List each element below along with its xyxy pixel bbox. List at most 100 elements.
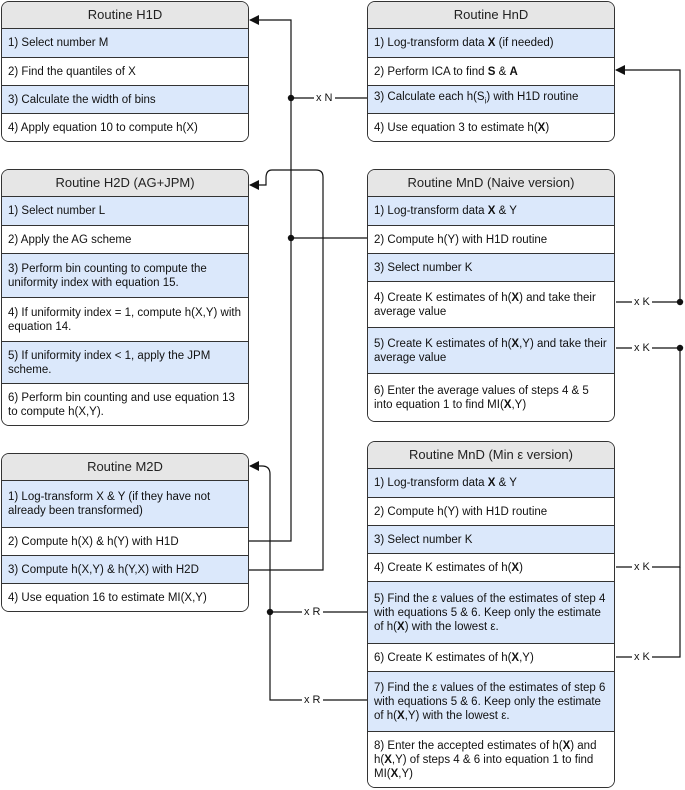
step-text-part: 2) Compute h(X) & h(Y) with H1D bbox=[8, 535, 179, 548]
routine-step: 4) Use equation 3 to estimate h(X) bbox=[368, 113, 614, 141]
step-text-part: 1) Log-transform data bbox=[374, 477, 488, 489]
routine-step: 1) Log-transform data X & Y bbox=[368, 197, 614, 225]
step-text-part: 1) Log-transform X & Y (if they have not… bbox=[8, 491, 211, 517]
routine-step: 3) Perform bin counting to compute the u… bbox=[2, 253, 248, 297]
routine-h1d-box: Routine H1D 1) Select number M 2) Find the… bbox=[1, 1, 249, 142]
step-text-part: 2) Apply the AG scheme bbox=[8, 233, 132, 246]
routine-step: 3) Calculate each h(Si) with H1D routine bbox=[368, 85, 614, 113]
step-text: 3) Select number K bbox=[374, 261, 472, 275]
step-text-part: 4) If uniformity index = 1, compute h(X,… bbox=[8, 306, 241, 333]
routine-step: 3) Select number K bbox=[368, 253, 614, 281]
routine-step: 5) If uniformity index < 1, apply the JP… bbox=[2, 341, 248, 383]
routine-step: 6) Enter the average values of steps 4 &… bbox=[368, 373, 614, 421]
step-text-part: A bbox=[509, 65, 518, 78]
routine-title: Routine MnD (Min ε version) bbox=[368, 442, 614, 469]
step-text: 7) Find the ε values of the estimates of… bbox=[374, 681, 608, 723]
loop-label-xR: x R bbox=[302, 606, 323, 618]
step-text-part: 6) Create K estimates of h( bbox=[374, 651, 512, 664]
step-text-part: 6) Perform bin counting and use equation… bbox=[8, 391, 235, 418]
step-text-part: 6) Enter the average values of steps 4 &… bbox=[374, 384, 589, 411]
routine-step: 2) Apply the AG scheme bbox=[2, 225, 248, 253]
step-text: 4) Use equation 16 to estimate MI(X,Y) bbox=[8, 591, 207, 605]
step-text-part: ) bbox=[545, 121, 550, 134]
step-text-part: X bbox=[511, 651, 520, 664]
step-text-part: & Y bbox=[495, 205, 517, 217]
routine-step: 5) Find the ε values of the estimates of… bbox=[368, 581, 614, 643]
step-text-part: 1) Log-transform data bbox=[374, 37, 488, 49]
routine-title: Routine MnD (Naive version) bbox=[368, 170, 614, 197]
junction-dot bbox=[287, 94, 295, 102]
routine-step: 6) Create K estimates of h(X,Y) bbox=[368, 643, 614, 671]
routine-step: 4) Create K estimates of h(X) bbox=[368, 553, 614, 581]
step-text-part: X bbox=[487, 205, 496, 217]
step-text: 4) Create K estimates of h(X) and take t… bbox=[374, 291, 608, 319]
step-text-part: 5) Create K estimates of h( bbox=[374, 337, 512, 350]
step-text: 1) Select number M bbox=[8, 36, 108, 50]
step-text: 5) Create K estimates of h(X,Y) and take… bbox=[374, 337, 608, 365]
step-text-part: & Y bbox=[495, 477, 517, 489]
junction-dot bbox=[266, 608, 274, 616]
step-text: 4) If uniformity index = 1, compute h(X,… bbox=[8, 306, 242, 334]
routine-step: 2) Compute h(Y) with H1D routine bbox=[368, 497, 614, 525]
step-text-part: X bbox=[511, 561, 520, 574]
routine-step: 2) Compute h(Y) with H1D routine bbox=[368, 225, 614, 253]
wire-min-7-to-m2d bbox=[269, 612, 367, 701]
wire-m2d-h1d bbox=[248, 238, 292, 542]
routine-step: 1) Log-transform X & Y (if they have not… bbox=[2, 481, 248, 527]
routine-step: 1) Log-transform data X (if needed) bbox=[368, 29, 614, 57]
routine-title: Routine M2D bbox=[2, 454, 248, 481]
routine-title: Routine HnD bbox=[368, 2, 614, 29]
routine-step: 4) Create K estimates of h(X) and take t… bbox=[368, 281, 614, 327]
step-text-part: ) and take their average value bbox=[374, 291, 596, 318]
routine-step: 1) Select number M bbox=[2, 29, 248, 57]
wire-m2d-h2d bbox=[248, 169, 324, 571]
step-text-part: X bbox=[511, 291, 520, 304]
step-text-part: 5) Find the ε values of the estimates of… bbox=[374, 592, 606, 633]
step-text-part: ,Y) bbox=[519, 651, 534, 664]
step-text: 1) Log-transform data X & Y bbox=[374, 476, 517, 490]
step-text-part: X bbox=[537, 121, 546, 134]
routine-step: 6) Perform bin counting and use equation… bbox=[2, 383, 248, 425]
step-text-part: ,Y) with the lowest ε. bbox=[404, 709, 510, 722]
step-text: 2) Find the quantiles of X bbox=[8, 65, 136, 79]
routine-title: Routine H1D bbox=[2, 2, 248, 29]
step-text: 2) Perform ICA to find S & A bbox=[374, 65, 518, 79]
step-text: 6) Create K estimates of h(X,Y) bbox=[374, 651, 534, 665]
step-text: 2) Apply the AG scheme bbox=[8, 233, 131, 247]
routine-mnd-min-box: Routine MnD (Min ε version) 1) Log-transf… bbox=[367, 441, 615, 788]
step-text-part: 1) Select number L bbox=[8, 205, 106, 217]
step-text-part: 4) Use equation 16 to estimate MI(X,Y) bbox=[8, 591, 207, 604]
step-text-part: i bbox=[484, 96, 487, 106]
step-text-part: X bbox=[511, 337, 520, 350]
routine-step: 1) Log-transform data X & Y bbox=[368, 469, 614, 497]
routine-step: 5) Create K estimates of h(X,Y) and take… bbox=[368, 327, 614, 373]
step-text: 3) Calculate each h(Si) with H1D routine bbox=[374, 90, 578, 108]
routine-title: Routine H2D (AG+JPM) bbox=[2, 170, 248, 197]
routine-step: 2) Perform ICA to find S & A bbox=[368, 57, 614, 85]
step-text-part: X bbox=[503, 398, 512, 411]
step-text: 4) Apply equation 10 to compute h(X) bbox=[8, 121, 198, 135]
step-text-part: 2) Perform ICA to find bbox=[374, 65, 488, 78]
step-text: 3) Perform bin counting to compute the u… bbox=[8, 262, 242, 290]
step-text-part: ) bbox=[519, 561, 523, 574]
step-text-part: X bbox=[397, 709, 405, 722]
step-text-part: 2) Compute h(Y) with H1D routine bbox=[374, 233, 548, 246]
step-text-part: 4) Create K estimates of h( bbox=[374, 291, 512, 304]
step-text: 6) Enter the average values of steps 4 &… bbox=[374, 384, 608, 412]
routine-hnd-box: Routine HnD 1) Log-transform data X (if n… bbox=[367, 1, 615, 142]
step-text: 2) Compute h(Y) with H1D routine bbox=[374, 233, 547, 247]
routine-step: 8) Enter the accepted estimates of h(X) … bbox=[368, 731, 614, 787]
wire-min-6 bbox=[616, 567, 681, 658]
step-text: 2) Compute h(X) & h(Y) with H1D bbox=[8, 535, 179, 549]
step-text: 4) Use equation 3 to estimate h(X) bbox=[374, 121, 549, 135]
step-text-part: ,Y) bbox=[511, 398, 527, 411]
step-text-part: 2) Find the quantiles of X bbox=[8, 65, 136, 78]
loop-label-xN: x N bbox=[314, 92, 335, 104]
step-text-part: 5) If uniformity index < 1, apply the JP… bbox=[8, 349, 211, 376]
step-text: 1) Log-transform data X (if needed) bbox=[374, 36, 554, 50]
loop-label-xK: x K bbox=[632, 651, 652, 663]
loop-label-xK: x K bbox=[632, 296, 652, 308]
step-text-part: & bbox=[495, 65, 510, 78]
loop-label-xR: x R bbox=[302, 694, 323, 706]
routine-step: 7) Find the ε values of the estimates of… bbox=[368, 671, 614, 731]
